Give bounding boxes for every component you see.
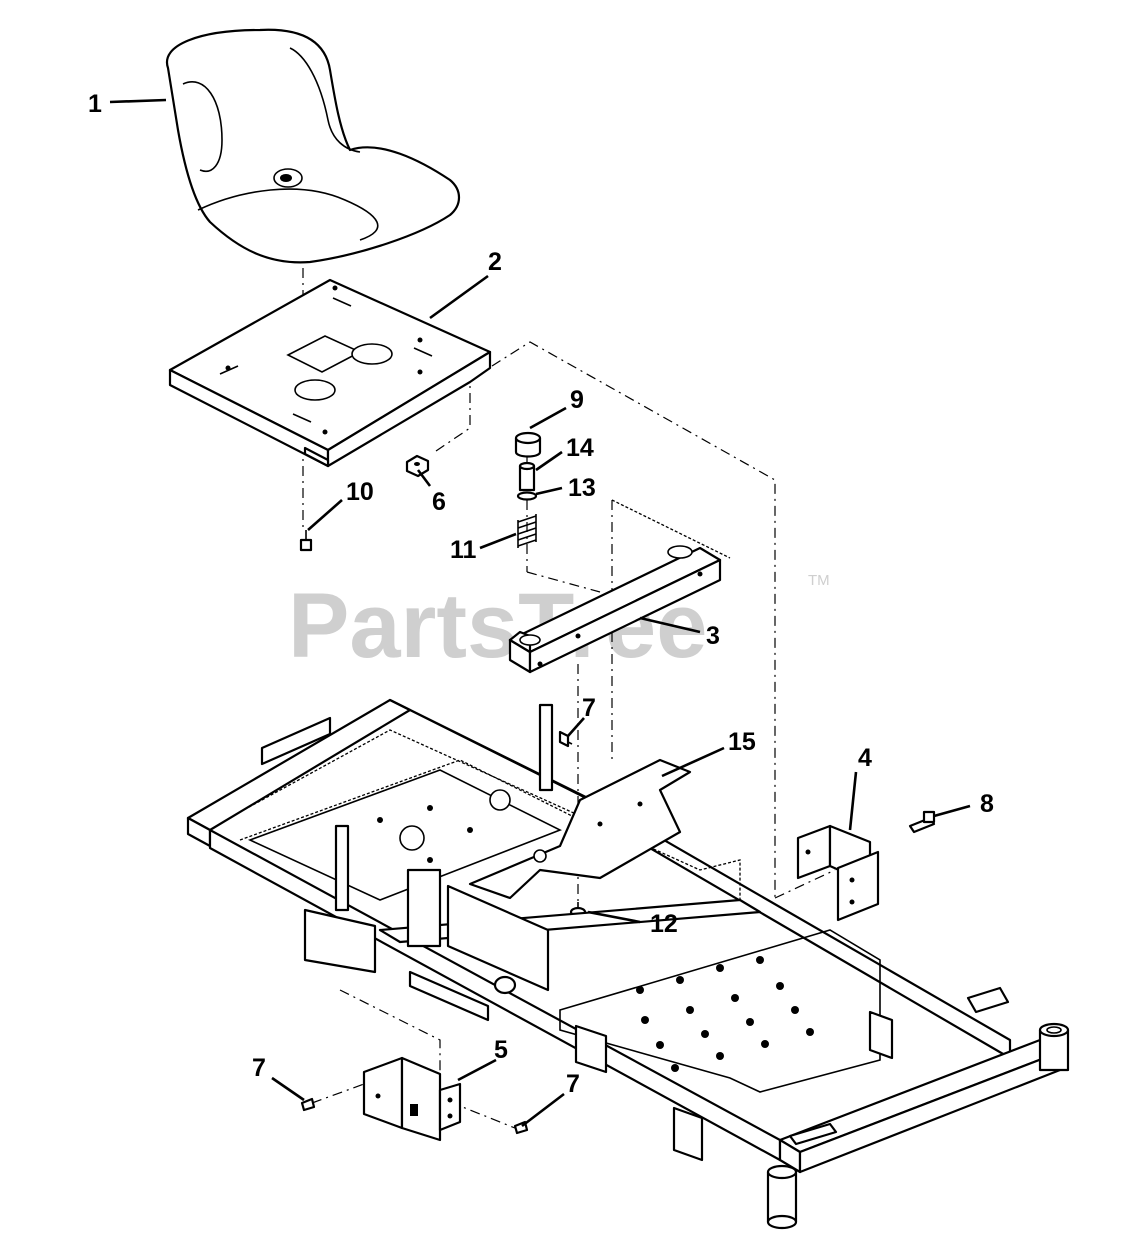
- seat-pan: [168, 278, 492, 468]
- nut: [405, 454, 430, 478]
- callout-bolt-hinge: 8: [980, 790, 994, 818]
- seat: [165, 28, 461, 264]
- callout-bolt-center: 7: [582, 694, 596, 722]
- spacer: [518, 461, 536, 492]
- washer: [516, 491, 538, 501]
- front-post-right: [1038, 1022, 1070, 1072]
- callout-seat-pan: 2: [488, 248, 502, 276]
- callout-seat-bracket: 3: [706, 622, 720, 650]
- bolt-left: [300, 1097, 316, 1112]
- callout-bolt-left: 7: [252, 1054, 266, 1082]
- callout-bolt-pan: 10: [346, 478, 374, 506]
- callout-spring: 11: [450, 536, 477, 564]
- callout-seat: 1: [88, 90, 102, 118]
- callout-washer: 13: [568, 474, 596, 502]
- frame-assembly: [186, 698, 1070, 1230]
- rear-bracket: [362, 1056, 462, 1142]
- callout-bolt-right: 7: [566, 1070, 580, 1098]
- callout-bolt-frame: 12: [650, 910, 678, 938]
- callout-hinge-bracket: 4: [858, 744, 872, 772]
- seat-bracket: [508, 499, 731, 674]
- plate: [468, 758, 692, 900]
- callout-plate: 15: [728, 728, 756, 756]
- callout-bumper: 9: [570, 386, 584, 414]
- leader-lines: [109, 98, 971, 1128]
- spring: [517, 514, 537, 548]
- callout-labels: 1 2 3 4 5 6 7 7 7 8 9 10 11 12 13 14 15: [88, 90, 994, 1098]
- callout-spacer: 14: [566, 434, 594, 462]
- bumper: [514, 431, 542, 458]
- watermark-trademark: TM: [808, 572, 830, 589]
- bolt-hinge: [908, 810, 936, 834]
- callout-nut: 6: [432, 488, 446, 516]
- bolt-pan: [299, 530, 313, 552]
- front-post-left: [766, 1164, 798, 1230]
- hinge-bracket: [796, 824, 880, 922]
- bolt-center: [558, 730, 573, 748]
- callout-rear-bracket: 5: [494, 1036, 508, 1064]
